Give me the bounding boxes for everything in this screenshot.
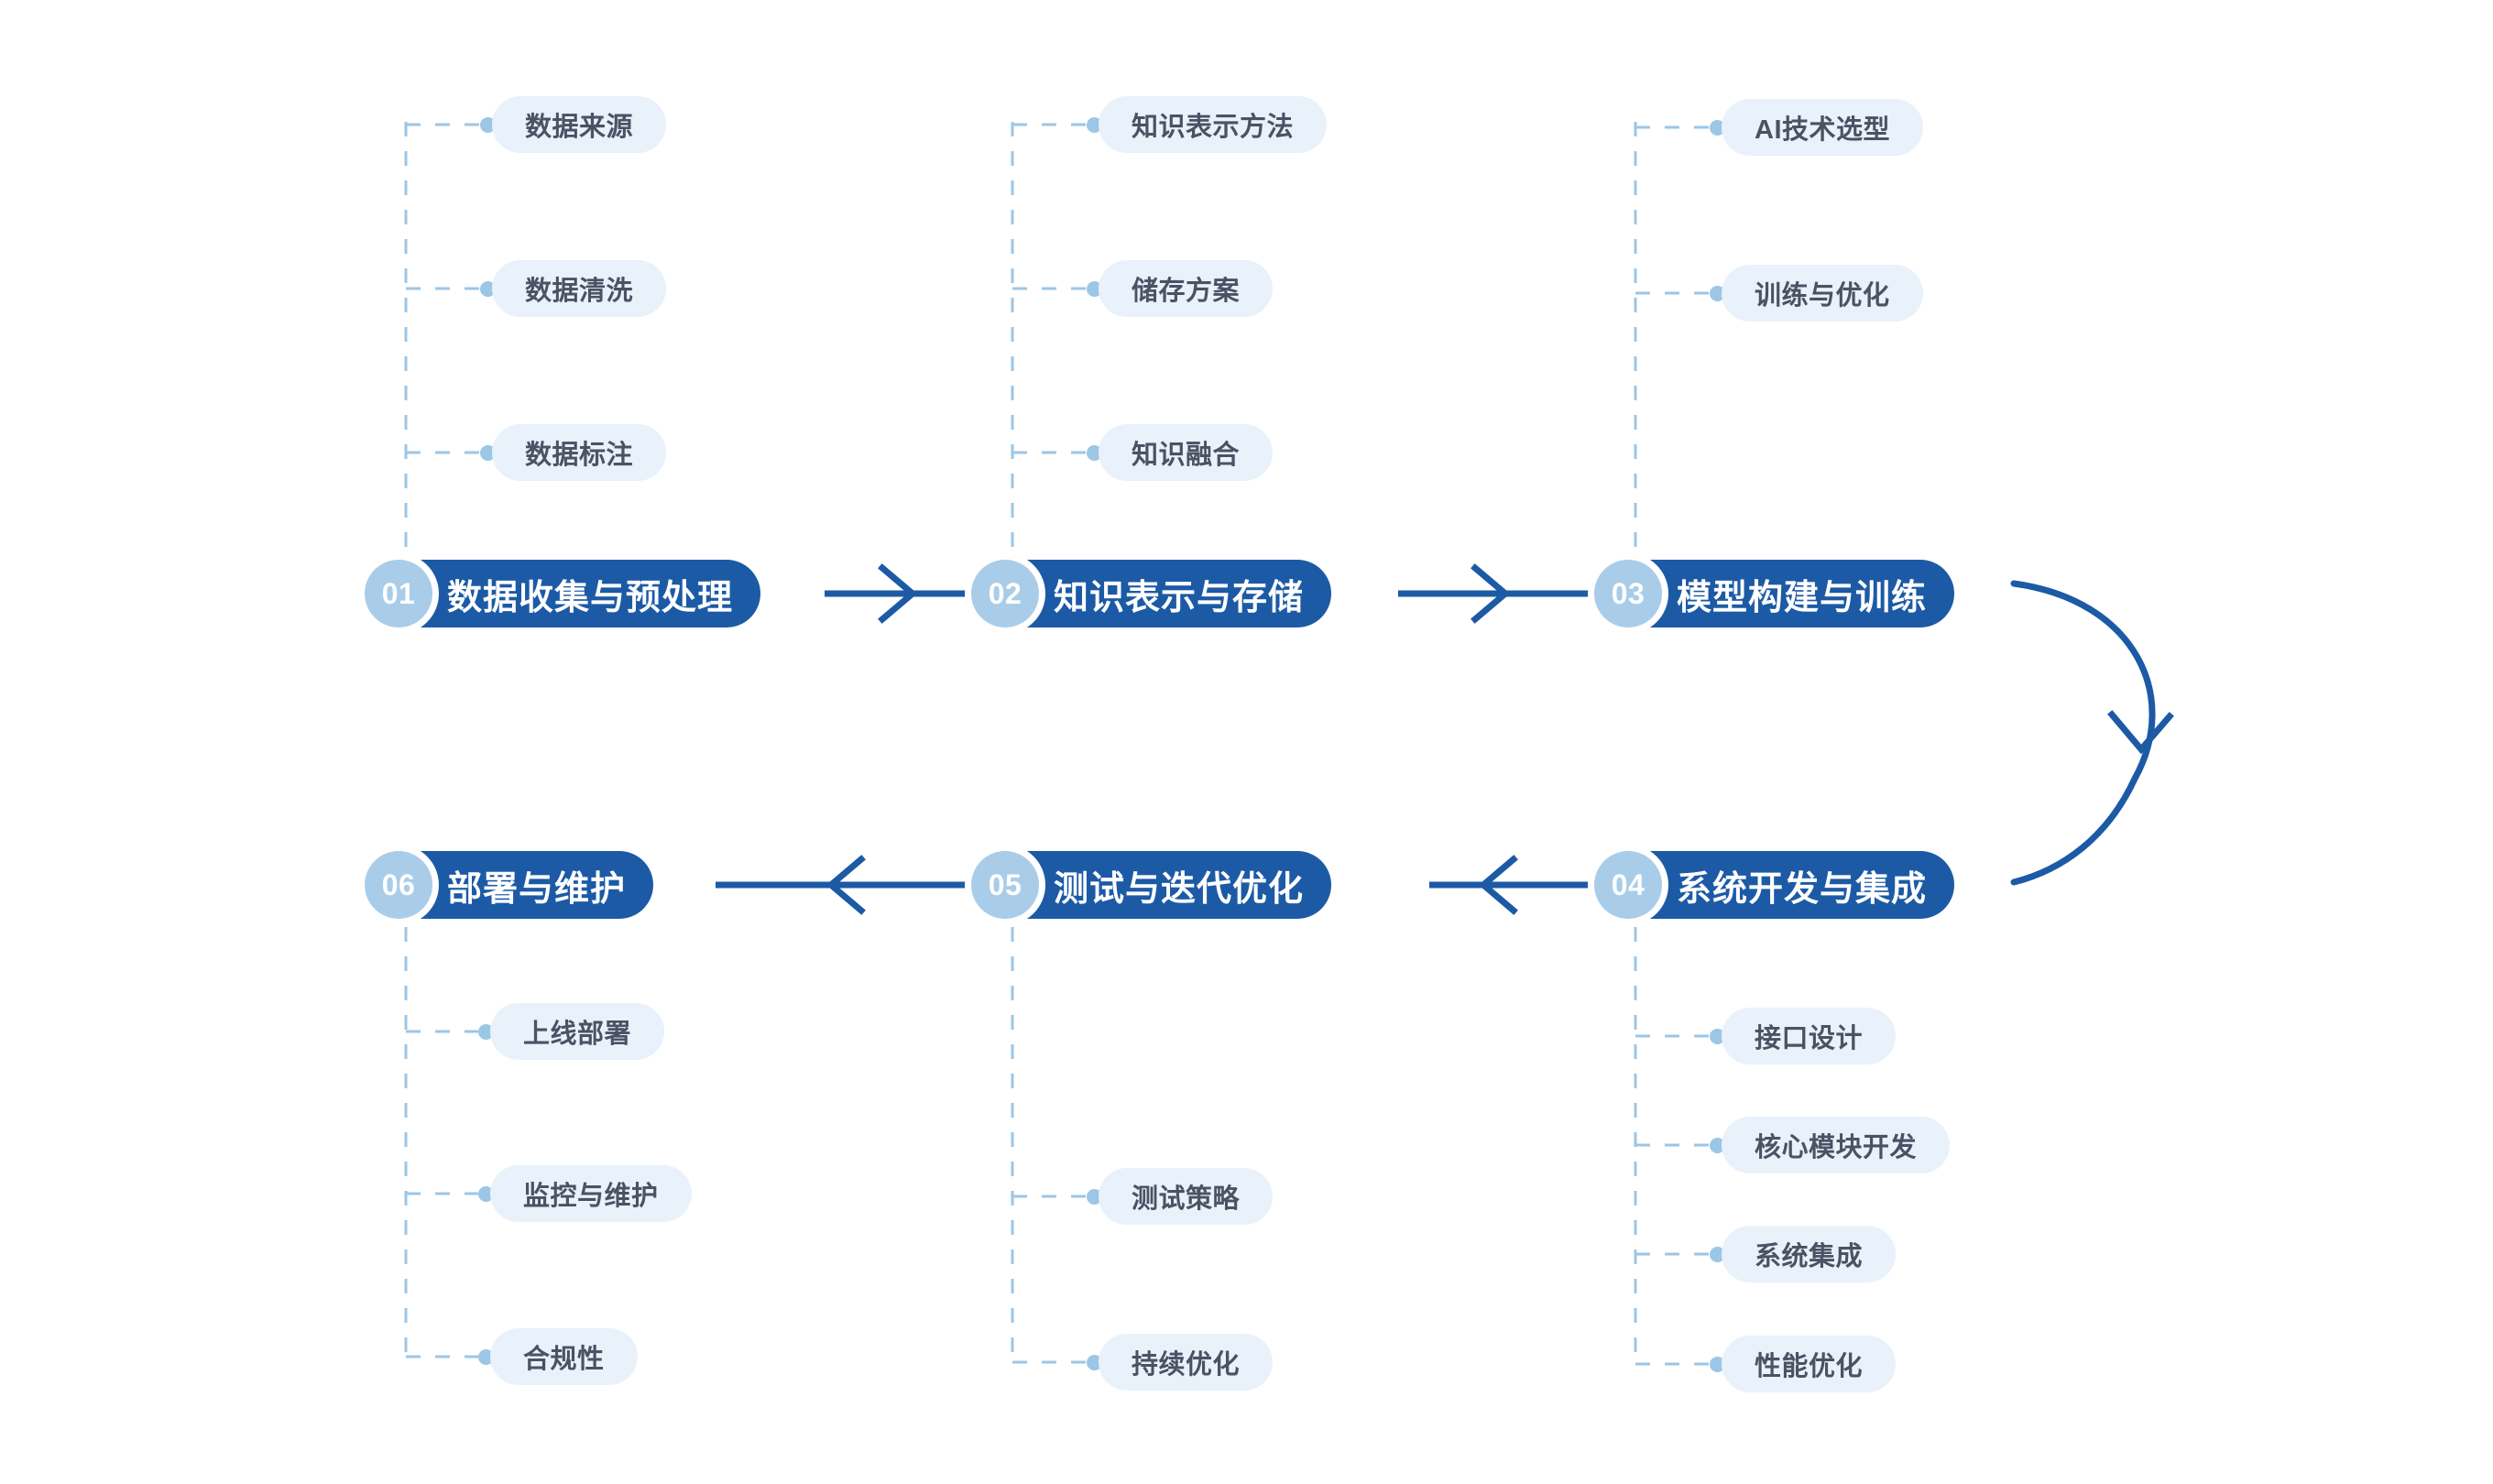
sub-connector-dot — [478, 1349, 494, 1365]
sub-connector-dot — [1087, 281, 1102, 297]
sub-item-stage-01-1[interactable]: 数据清洗 — [492, 260, 667, 317]
sub-connector-dot — [1087, 1355, 1102, 1370]
sub-connector-dot — [478, 1186, 494, 1202]
sub-item-stage-02-2[interactable]: 知识融合 — [1099, 424, 1274, 481]
sub-connector-dot — [480, 445, 496, 461]
sub-connector-dot — [480, 281, 496, 297]
stage-number-badge: 05 — [971, 851, 1039, 919]
connector-04-to-05 — [1429, 855, 1605, 915]
stage-node-02[interactable]: 02 知识表示与存储 — [971, 560, 1332, 627]
stage-label: 数据收集与预处理 — [386, 560, 761, 627]
connector-05-to-06 — [716, 855, 980, 915]
dashed-tree-stage-02 — [1011, 122, 1087, 561]
stage-node-05[interactable]: 05 测试与迭代优化 — [971, 851, 1332, 919]
sub-item-stage-02-0[interactable]: 知识表示方法 — [1099, 96, 1328, 153]
stage-label: 测试与迭代优化 — [992, 851, 1332, 919]
sub-item-stage-01-2[interactable]: 数据标注 — [492, 424, 667, 481]
sub-connector-dot — [1710, 1357, 1725, 1372]
stage-label: 部署与维护 — [386, 851, 654, 919]
sub-item-stage-06-2[interactable]: 合规性 — [490, 1328, 638, 1385]
sub-item-stage-04-1[interactable]: 核心模块开发 — [1722, 1117, 1951, 1173]
stage-number-badge: 03 — [1594, 560, 1662, 627]
stage-number-badge: 02 — [971, 560, 1039, 627]
stage-node-01[interactable]: 01 数据收集与预处理 — [365, 560, 761, 627]
sub-item-stage-05-1[interactable]: 持续优化 — [1099, 1334, 1274, 1391]
sub-item-stage-02-1[interactable]: 储存方案 — [1099, 260, 1274, 317]
dashed-tree-stage-04 — [1634, 927, 1710, 1366]
stage-number-badge: 06 — [365, 851, 432, 919]
sub-item-stage-04-2[interactable]: 系统集成 — [1722, 1226, 1897, 1282]
sub-connector-dot — [1710, 1029, 1725, 1044]
stage-node-03[interactable]: 03 模型构建与训练 — [1594, 560, 1955, 627]
connector-03-to-04 — [2010, 580, 2174, 886]
stage-number-badge: 01 — [365, 560, 432, 627]
dashed-tree-stage-05 — [1011, 927, 1087, 1364]
sub-connector-dot — [478, 1024, 494, 1040]
stage-label: 系统开发与集成 — [1615, 851, 1955, 919]
stage-label: 知识表示与存储 — [992, 560, 1332, 627]
stage-label: 模型构建与训练 — [1615, 560, 1955, 627]
sub-item-stage-04-3[interactable]: 性能优化 — [1722, 1336, 1897, 1392]
sub-item-stage-04-0[interactable]: 接口设计 — [1722, 1008, 1897, 1064]
sub-item-stage-03-0[interactable]: AI技术选型 — [1722, 99, 1924, 156]
sub-item-stage-05-0[interactable]: 测试策略 — [1099, 1168, 1274, 1225]
connector-02-to-03 — [1398, 563, 1596, 624]
sub-connector-dot — [1710, 286, 1725, 301]
sub-connector-dot — [1087, 445, 1102, 461]
stage-node-06[interactable]: 06 部署与维护 — [365, 851, 654, 919]
stage-number-badge: 04 — [1594, 851, 1662, 919]
sub-connector-dot — [1710, 1247, 1725, 1262]
sub-connector-dot — [1710, 120, 1725, 136]
sub-item-stage-06-1[interactable]: 监控与维护 — [490, 1165, 692, 1222]
connector-01-to-02 — [825, 563, 973, 624]
stage-node-04[interactable]: 04 系统开发与集成 — [1594, 851, 1955, 919]
dashed-tree-stage-06 — [404, 927, 478, 1359]
sub-item-stage-03-1[interactable]: 训练与优化 — [1722, 265, 1923, 322]
sub-connector-dot — [1710, 1138, 1725, 1153]
sub-item-stage-01-0[interactable]: 数据来源 — [492, 96, 667, 153]
dashed-tree-stage-01 — [404, 122, 480, 561]
sub-connector-dot — [480, 117, 496, 133]
sub-connector-dot — [1087, 117, 1102, 133]
sub-item-stage-06-0[interactable]: 上线部署 — [490, 1003, 665, 1060]
sub-connector-dot — [1087, 1189, 1102, 1205]
dashed-tree-stage-03 — [1634, 122, 1710, 561]
